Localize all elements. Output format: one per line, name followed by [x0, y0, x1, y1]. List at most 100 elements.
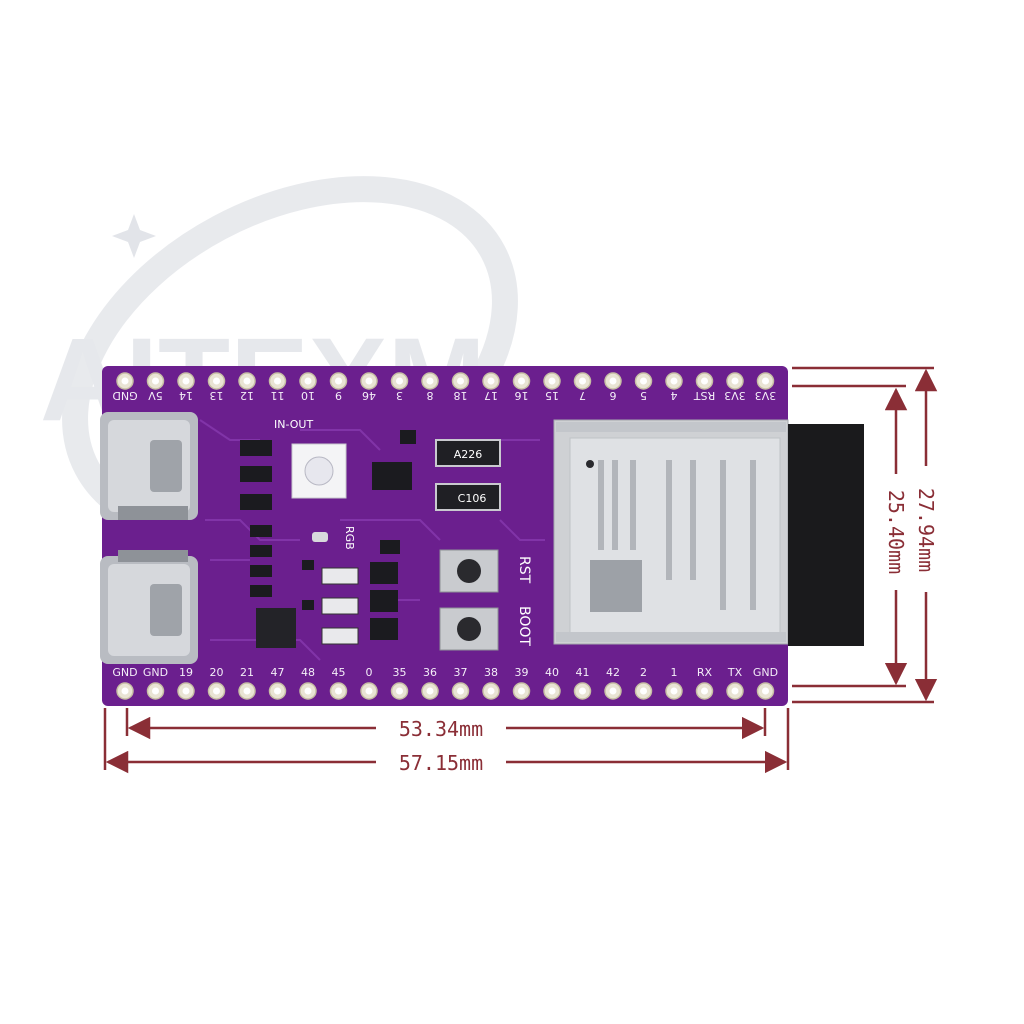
top-pin-label: 18 — [454, 389, 468, 402]
top-header-pad-hole — [731, 377, 739, 385]
bottom-pin-label: 40 — [545, 666, 559, 679]
top-pin-label: 46 — [362, 389, 376, 402]
top-header-pad-hole — [274, 377, 281, 385]
antenna-area — [788, 424, 864, 646]
bottom-header-pad-hole — [426, 687, 434, 695]
bottom-header-pad-hole — [365, 687, 373, 695]
bottom-pin-label: TX — [727, 666, 743, 679]
status-leds — [321, 567, 359, 645]
top-header-pads — [116, 372, 775, 390]
top-pin-label: 6 — [610, 389, 617, 402]
dev-board: A226 C106 RST BOOT IN-OUT RGB — [100, 366, 864, 706]
bottom-pin-label: 35 — [393, 666, 407, 679]
top-pin-label: 3V3 — [724, 389, 746, 402]
bottom-pin-label: RX — [697, 666, 713, 679]
bottom-pin-label: 2 — [640, 666, 647, 679]
smd-components — [240, 430, 416, 640]
top-header-pad-hole — [243, 377, 251, 385]
boot-button[interactable] — [439, 607, 499, 651]
top-pin-label: 11 — [271, 389, 285, 402]
top-header-pad-hole — [426, 377, 434, 385]
top-header-pad-hole — [213, 377, 220, 385]
bottom-header-pad-hole — [213, 687, 220, 695]
bottom-pin-label: 1 — [671, 666, 678, 679]
top-pin-label: 3V3 — [755, 389, 777, 402]
capacitor-c106: C106 — [435, 483, 501, 511]
top-pin-label: 4 — [671, 389, 678, 402]
width-inner-label: 25.40mm — [884, 490, 908, 574]
top-header-pad-hole — [548, 377, 556, 385]
inductor-a226: A226 — [435, 439, 501, 467]
bottom-pin-label: 19 — [179, 666, 193, 679]
rgb-label: RGB — [343, 526, 356, 550]
capacitor-label: C106 — [458, 492, 487, 505]
top-pin-label: RST — [694, 389, 716, 402]
usb-c-port-top — [100, 412, 198, 520]
bottom-pin-label: 36 — [423, 666, 437, 679]
top-header-pad-hole — [518, 377, 525, 385]
top-pin-label: 7 — [579, 389, 586, 402]
bottom-pin-label: 42 — [606, 666, 620, 679]
bottom-header-pad-hole — [670, 687, 678, 695]
inductor-label: A226 — [454, 448, 483, 461]
bottom-header-pad-hole — [152, 687, 159, 695]
usb-ic — [256, 608, 296, 648]
bottom-pin-label: 47 — [271, 666, 285, 679]
bottom-header-pad-hole — [548, 687, 556, 695]
top-header-pad-hole — [487, 377, 495, 385]
bottom-pin-label: 37 — [454, 666, 468, 679]
top-header-pad-hole — [579, 377, 586, 385]
rst-button[interactable] — [439, 549, 499, 593]
top-pin-label: 15 — [545, 389, 559, 402]
rgb-led — [291, 443, 347, 499]
bottom-header-pad-hole — [487, 687, 495, 695]
top-header-pad-hole — [701, 377, 708, 385]
bottom-pin-label: 45 — [332, 666, 346, 679]
qr-code — [590, 560, 642, 612]
bottom-pin-label: GND — [143, 666, 168, 679]
top-header-pad-hole — [640, 377, 647, 385]
bottom-pin-label: GND — [753, 666, 778, 679]
bottom-header-pad-hole — [731, 687, 739, 695]
top-pin-label: 13 — [210, 389, 224, 402]
top-pin-label: 3 — [396, 389, 403, 402]
bottom-pin-label: 41 — [576, 666, 590, 679]
top-header-pad-hole — [304, 377, 312, 385]
bottom-header-pad-hole — [274, 687, 281, 695]
top-header-pad-hole — [365, 377, 373, 385]
boot-label: BOOT — [516, 606, 532, 646]
top-pin-label: 5 — [640, 389, 647, 402]
length-outer-label: 57.15mm — [399, 751, 483, 775]
bottom-pin-label: 20 — [210, 666, 224, 679]
dimension-lines — [103, 366, 938, 774]
top-header-pad-hole — [609, 377, 617, 385]
top-pin-label: 9 — [335, 389, 342, 402]
top-pin-label: 16 — [515, 389, 529, 402]
width-outer-label: 27.94mm — [914, 488, 938, 572]
bottom-header-pad-hole — [396, 687, 403, 695]
top-header-pad-hole — [670, 377, 678, 385]
top-header-pad-hole — [762, 377, 769, 385]
top-pin-label: 12 — [240, 389, 254, 402]
top-pin-label: GND — [112, 389, 137, 402]
bottom-header-pad-hole — [518, 687, 525, 695]
rst-label: RST — [516, 556, 532, 584]
top-header-pad-hole — [396, 377, 403, 385]
bottom-header-pad-hole — [609, 687, 617, 695]
in-out-label: IN-OUT — [274, 418, 313, 431]
bottom-pin-label: 38 — [484, 666, 498, 679]
dimension-labels: 53.34mm 57.15mm 25.40mm 27.94mm — [399, 488, 938, 775]
top-pin-label: 10 — [301, 389, 315, 402]
esp32-module — [553, 419, 789, 645]
bottom-header-pad-hole — [579, 687, 586, 695]
top-pin-label: 8 — [427, 389, 434, 402]
top-header-pad-hole — [457, 377, 464, 385]
bottom-header-pads — [116, 682, 775, 700]
top-header-pad-hole — [182, 377, 190, 385]
watermark-star-icon — [112, 214, 156, 258]
top-header-pad-hole — [121, 377, 129, 385]
small-diode — [312, 532, 328, 542]
